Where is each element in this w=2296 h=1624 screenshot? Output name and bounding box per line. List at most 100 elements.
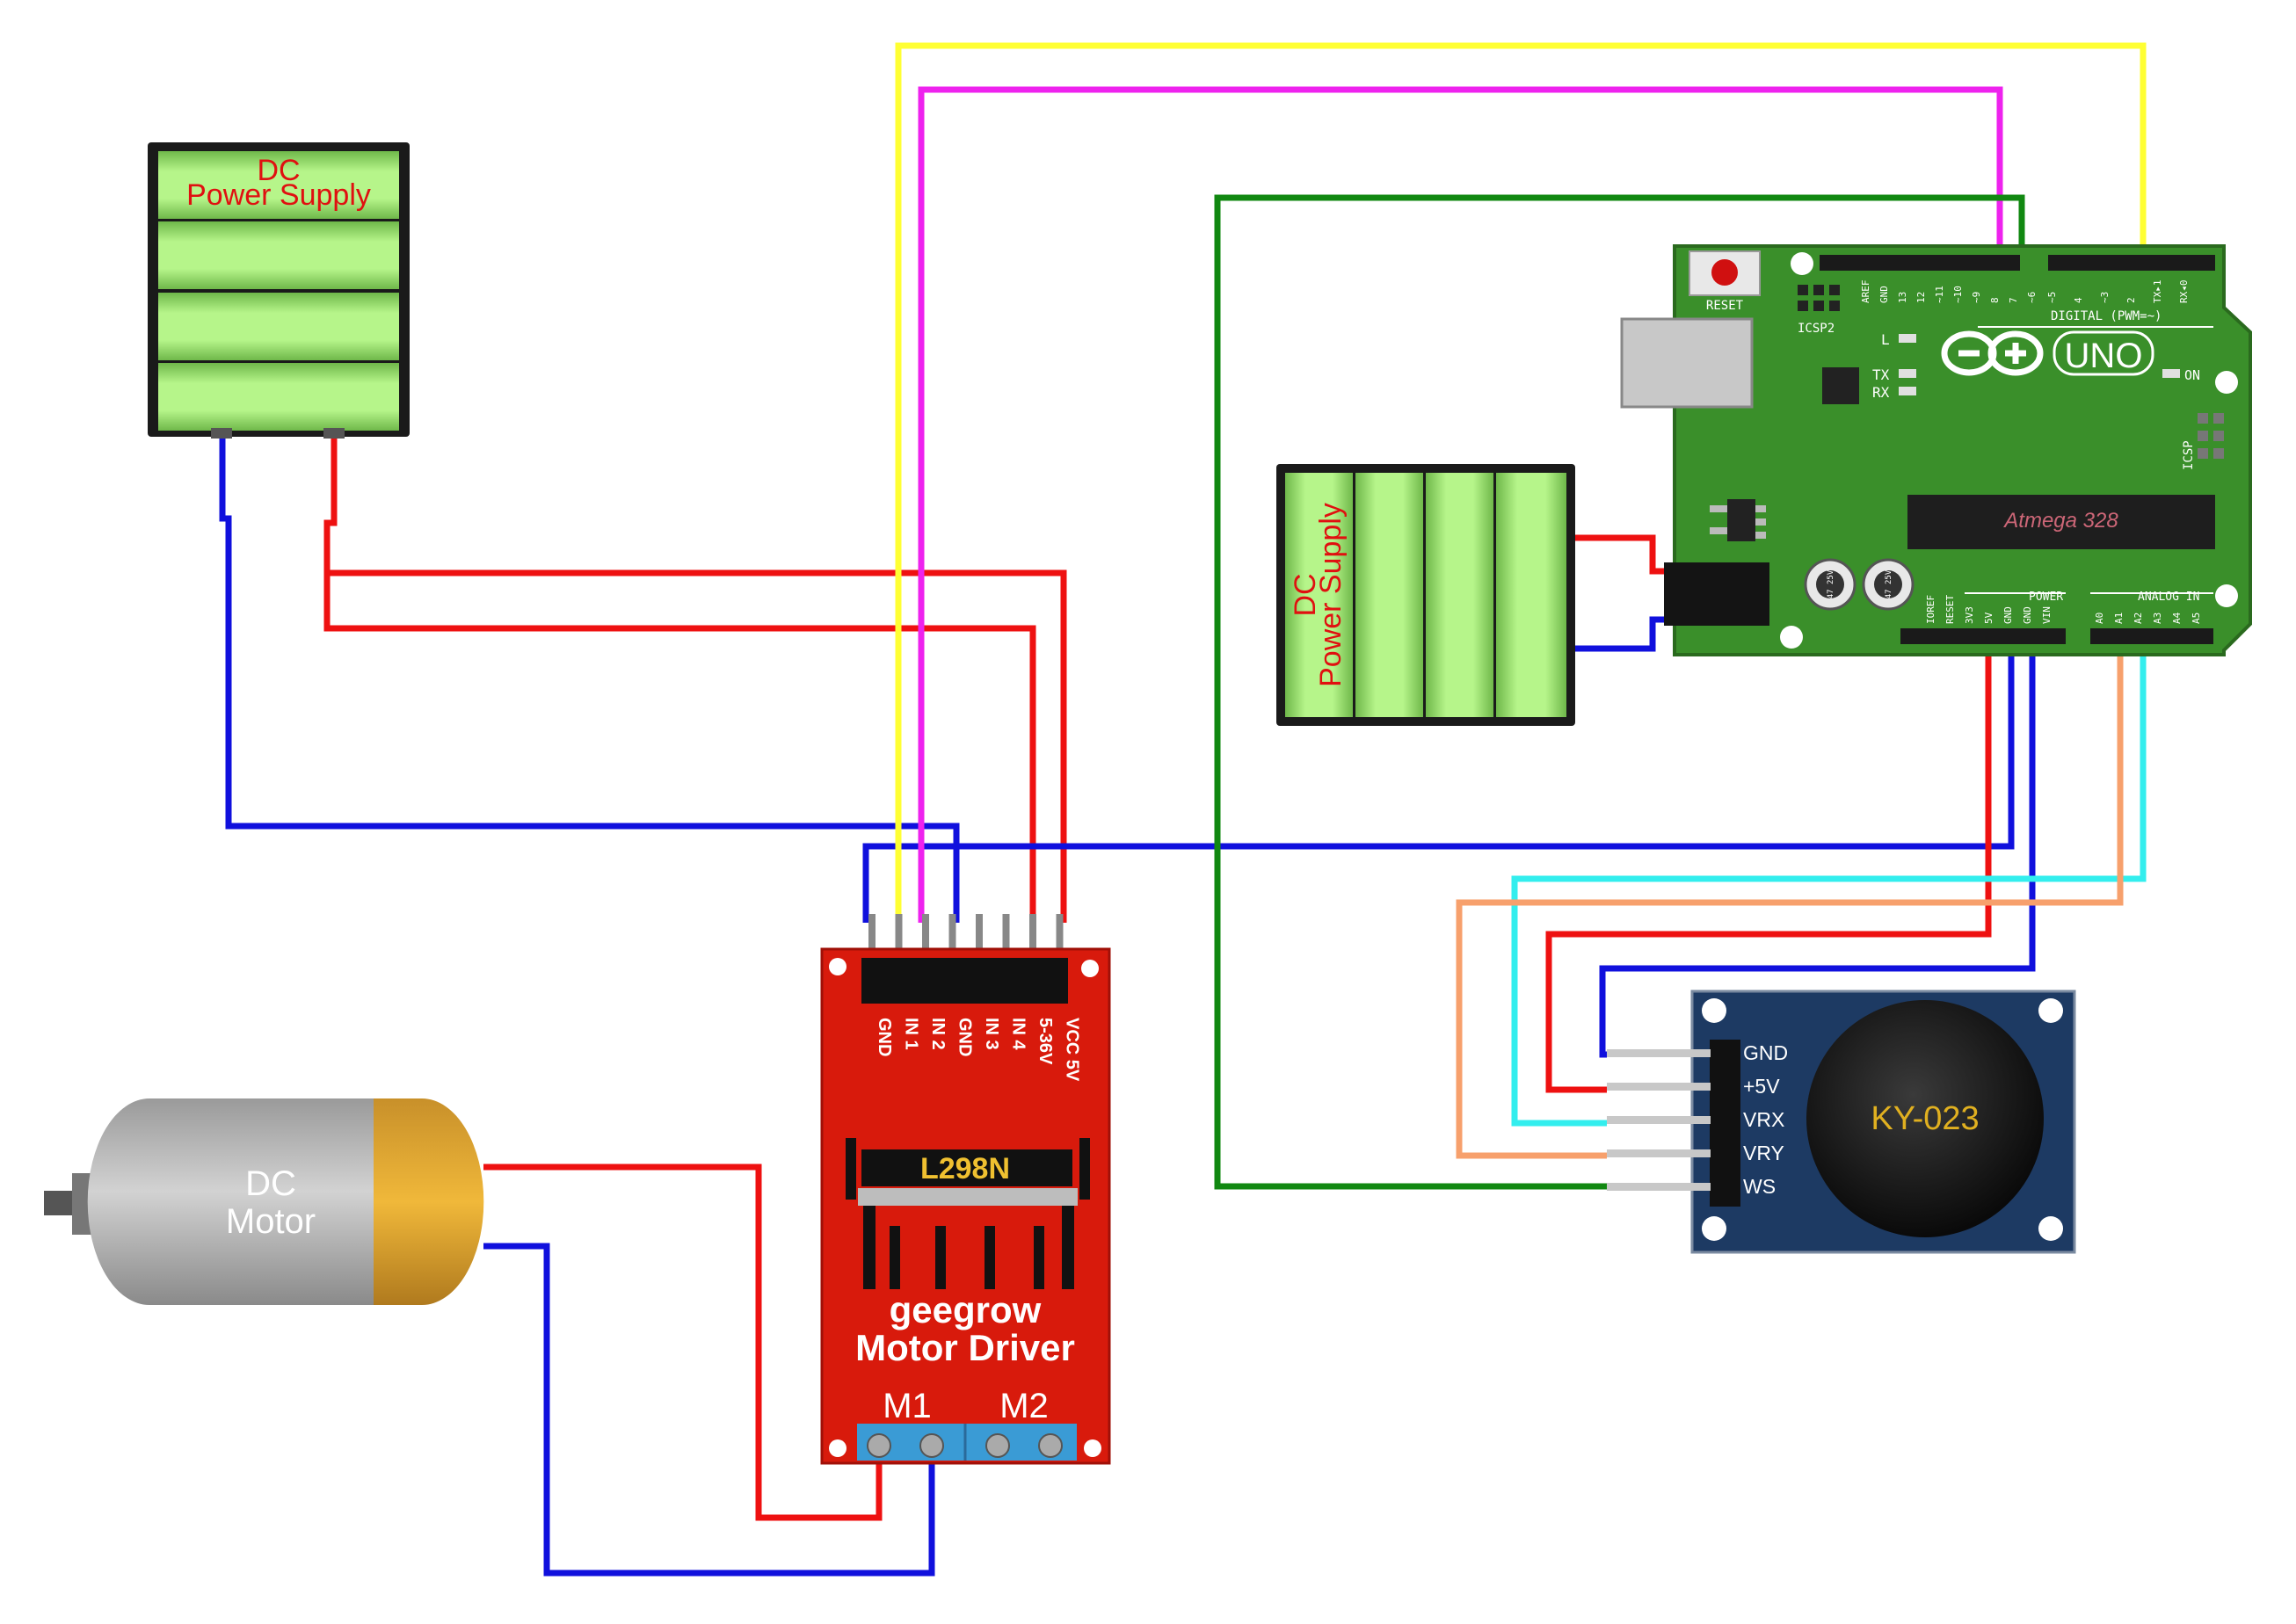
driver-pin: [1029, 914, 1036, 962]
wire-joy-gnd: [1599, 637, 2036, 1058]
arduino-board: [1673, 244, 2252, 656]
wire-supply-positive-b: [323, 571, 1036, 923]
heatsink-fins: [863, 1206, 1074, 1289]
wires: [219, 42, 2147, 1577]
driver-pin: [976, 914, 983, 962]
wire-in1: [895, 42, 2147, 923]
wire-arduino-supply-negative: [1573, 616, 1666, 652]
supply-top-label-2: Power Supply: [186, 178, 371, 212]
analog-pin-label: A5: [2191, 613, 2202, 624]
digital-pin-label: ~6: [2026, 292, 2038, 303]
terminal-screw-2[interactable]: [919, 1433, 944, 1458]
driver-header: [861, 958, 1068, 1004]
wire-in2: [918, 86, 2003, 923]
digital-pin-label: GND: [1878, 286, 1890, 303]
dc-motor: DC Motor: [44, 1098, 484, 1305]
joystick-pin-label: VRY: [1743, 1142, 1784, 1164]
digital-pin-label: TX▸1: [2152, 280, 2163, 304]
reset-label: RESET: [1706, 299, 1744, 313]
digital-pin-label: ~10: [1952, 286, 1964, 303]
dc-power-supply-top: DC Power Supply: [148, 142, 410, 439]
digital-pin-label: ~9: [1971, 292, 1982, 303]
terminal-m2-label: M2: [999, 1387, 1049, 1425]
digital-pin-label: ~11: [1934, 286, 1945, 303]
digital-pin-label: 8: [1989, 297, 2001, 303]
led-tx-label: TX: [1872, 366, 1890, 383]
driver-pin-label: IN 1: [902, 1018, 921, 1050]
small-ic: [1822, 367, 1859, 404]
driver-pin-label: GND: [875, 1018, 894, 1056]
analog-pin-label: A1: [2113, 613, 2125, 624]
digital-pin-label: 12: [1915, 292, 1927, 303]
icsp2-header: [1798, 285, 1840, 311]
digital-pin-label: ~3: [2099, 292, 2111, 303]
digital-pin-label: AREF: [1860, 280, 1871, 304]
motor-label-1: DC: [245, 1164, 296, 1203]
driver-pin-label: IN 2: [928, 1018, 948, 1050]
driver-pin-label: GND: [955, 1018, 975, 1056]
supply-top-label-1: DC: [257, 154, 300, 187]
digital-pin-label: 7: [2008, 297, 2019, 303]
analog-pin-label: A2: [2133, 613, 2144, 624]
wire-switch: [1214, 194, 2025, 1190]
digital-pin-label: ~5: [2046, 292, 2058, 303]
capacitor-2-label: 47 25V: [1885, 569, 1893, 598]
voltage-regulator: [1727, 499, 1755, 541]
driver-pin: [948, 914, 956, 962]
driver-title: Motor Driver: [855, 1327, 1075, 1368]
power-pin-label: GND: [2022, 606, 2033, 624]
analog-pin-label: A0: [2094, 613, 2105, 624]
power-pin-label: RESET: [1944, 595, 1956, 624]
arduino-logo: [1941, 330, 2044, 376]
supply-arduino-label-1: DC: [1289, 573, 1322, 616]
power-pin-label: 5V: [1983, 612, 1994, 624]
driver-pin: [1056, 914, 1064, 962]
led-l-label: L: [1881, 331, 1890, 348]
motor-end-cap: [374, 1098, 484, 1305]
analog-pin-label: A4: [2171, 612, 2183, 624]
terminal-screw-3[interactable]: [985, 1433, 1010, 1458]
wire-arduino-supply-positive: [1573, 534, 1666, 575]
driver-pin-label: VCC 5V: [1063, 1018, 1082, 1082]
led-rx-label: RX: [1872, 384, 1890, 401]
l298n-label: L298N: [920, 1152, 1010, 1185]
joystick-pin: [1607, 1083, 1711, 1091]
l298n-chip: [861, 1149, 1072, 1186]
dc-power-supply-arduino: DC Power Supply: [1276, 464, 1575, 726]
motor-body: [87, 1098, 378, 1305]
led-on-label: ON: [2184, 367, 2200, 383]
digital-pin-label: RX◂0: [2178, 280, 2190, 304]
wire-driver-gnd: [862, 637, 2015, 923]
joystick-pins: [1607, 1049, 1711, 1191]
joystick-knob[interactable]: [1806, 1000, 2044, 1237]
joystick-header: [1710, 1040, 1740, 1207]
joystick-pin: [1607, 1116, 1711, 1124]
joystick-pin-label: GND: [1743, 1041, 1788, 1064]
power-pin-label: VIN: [2041, 606, 2053, 624]
usb-port: [1620, 317, 1754, 409]
digital-header-right: [2048, 255, 2215, 271]
terminal-m1-label: M1: [883, 1387, 932, 1425]
capacitor-2: 47 25V: [1862, 558, 1915, 611]
terminal-screw-1[interactable]: [867, 1433, 891, 1458]
wire-vry: [1456, 637, 2124, 1159]
wire-vrx: [1511, 637, 2147, 1127]
capacitor-1: 47 25V: [1804, 558, 1856, 611]
capacitor-1-label: 47 25V: [1827, 569, 1835, 598]
terminal-screw-4[interactable]: [1038, 1433, 1063, 1458]
wire-motor-blue: [483, 1243, 935, 1577]
motor-label-2: Motor: [226, 1202, 316, 1241]
digital-pin-label: 13: [1897, 292, 1908, 303]
power-header: [1900, 628, 2066, 644]
power-pin-label: 3V3: [1964, 606, 1975, 624]
digital-pin-label: 4: [2073, 297, 2084, 303]
dc-jack: [1664, 562, 1769, 626]
atmega-label: Atmega 328: [2002, 509, 2118, 533]
wire-joy-5v: [1545, 637, 1992, 1093]
